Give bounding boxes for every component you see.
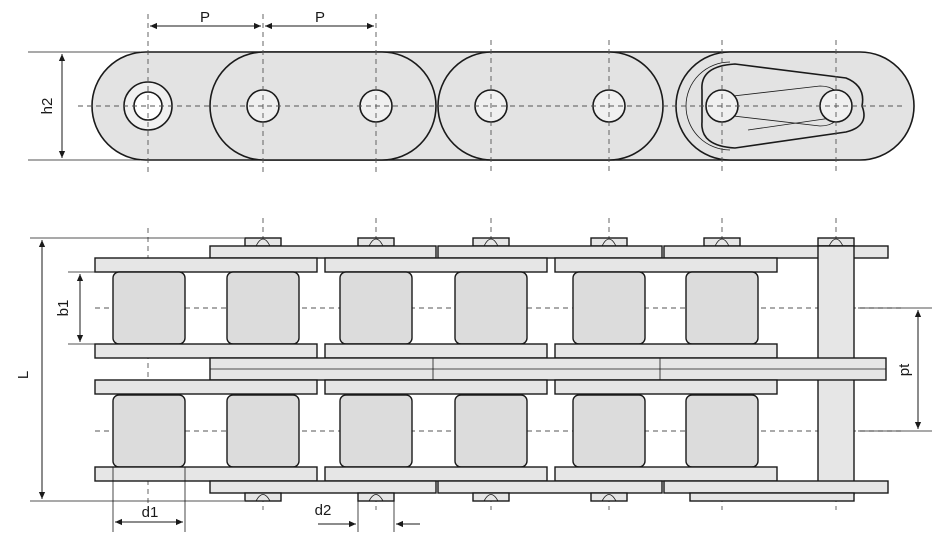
- roller: [572, 394, 646, 468]
- pitch-label-2: P: [315, 9, 325, 26]
- chain-top-view: L b1 pt d1 d2: [15, 218, 932, 532]
- inner-width-label: b1: [55, 300, 72, 317]
- roller: [572, 271, 646, 345]
- outer-plate: [663, 480, 889, 494]
- roller-diameter-label: d1: [142, 504, 159, 521]
- inner-plate: [94, 343, 318, 359]
- inner-plate: [324, 466, 548, 482]
- pin-heads-bottom: [244, 492, 855, 502]
- chain-side-view: P P h2: [28, 9, 915, 175]
- inner-plate: [554, 379, 778, 395]
- roller: [454, 271, 528, 345]
- roller: [226, 394, 300, 468]
- roller: [112, 394, 186, 468]
- pin-heads-top: [244, 237, 855, 247]
- outer-plate: [209, 480, 437, 494]
- roller: [454, 394, 528, 468]
- roller: [339, 271, 413, 345]
- outer-plate: [209, 245, 437, 259]
- transverse-pitch-label: pt: [896, 363, 913, 376]
- inner-plate: [94, 466, 318, 482]
- roller: [226, 271, 300, 345]
- roller: [112, 271, 186, 345]
- outer-plate: [437, 245, 663, 259]
- roller: [685, 394, 759, 468]
- inner-plate: [554, 257, 778, 273]
- pitch-label-1: P: [200, 9, 210, 26]
- roller: [339, 394, 413, 468]
- plate-height-label: h2: [39, 98, 56, 115]
- pin-diameter-label: d2: [315, 502, 332, 519]
- inner-plate: [324, 379, 548, 395]
- inner-plate: [324, 257, 548, 273]
- inner-plate: [554, 343, 778, 359]
- inner-plate: [324, 343, 548, 359]
- roller: [685, 271, 759, 345]
- outer-plate: [437, 480, 663, 494]
- inner-plate: [94, 379, 318, 395]
- inner-plate: [94, 257, 318, 273]
- inner-plate: [554, 466, 778, 482]
- overall-length-label: L: [15, 371, 32, 379]
